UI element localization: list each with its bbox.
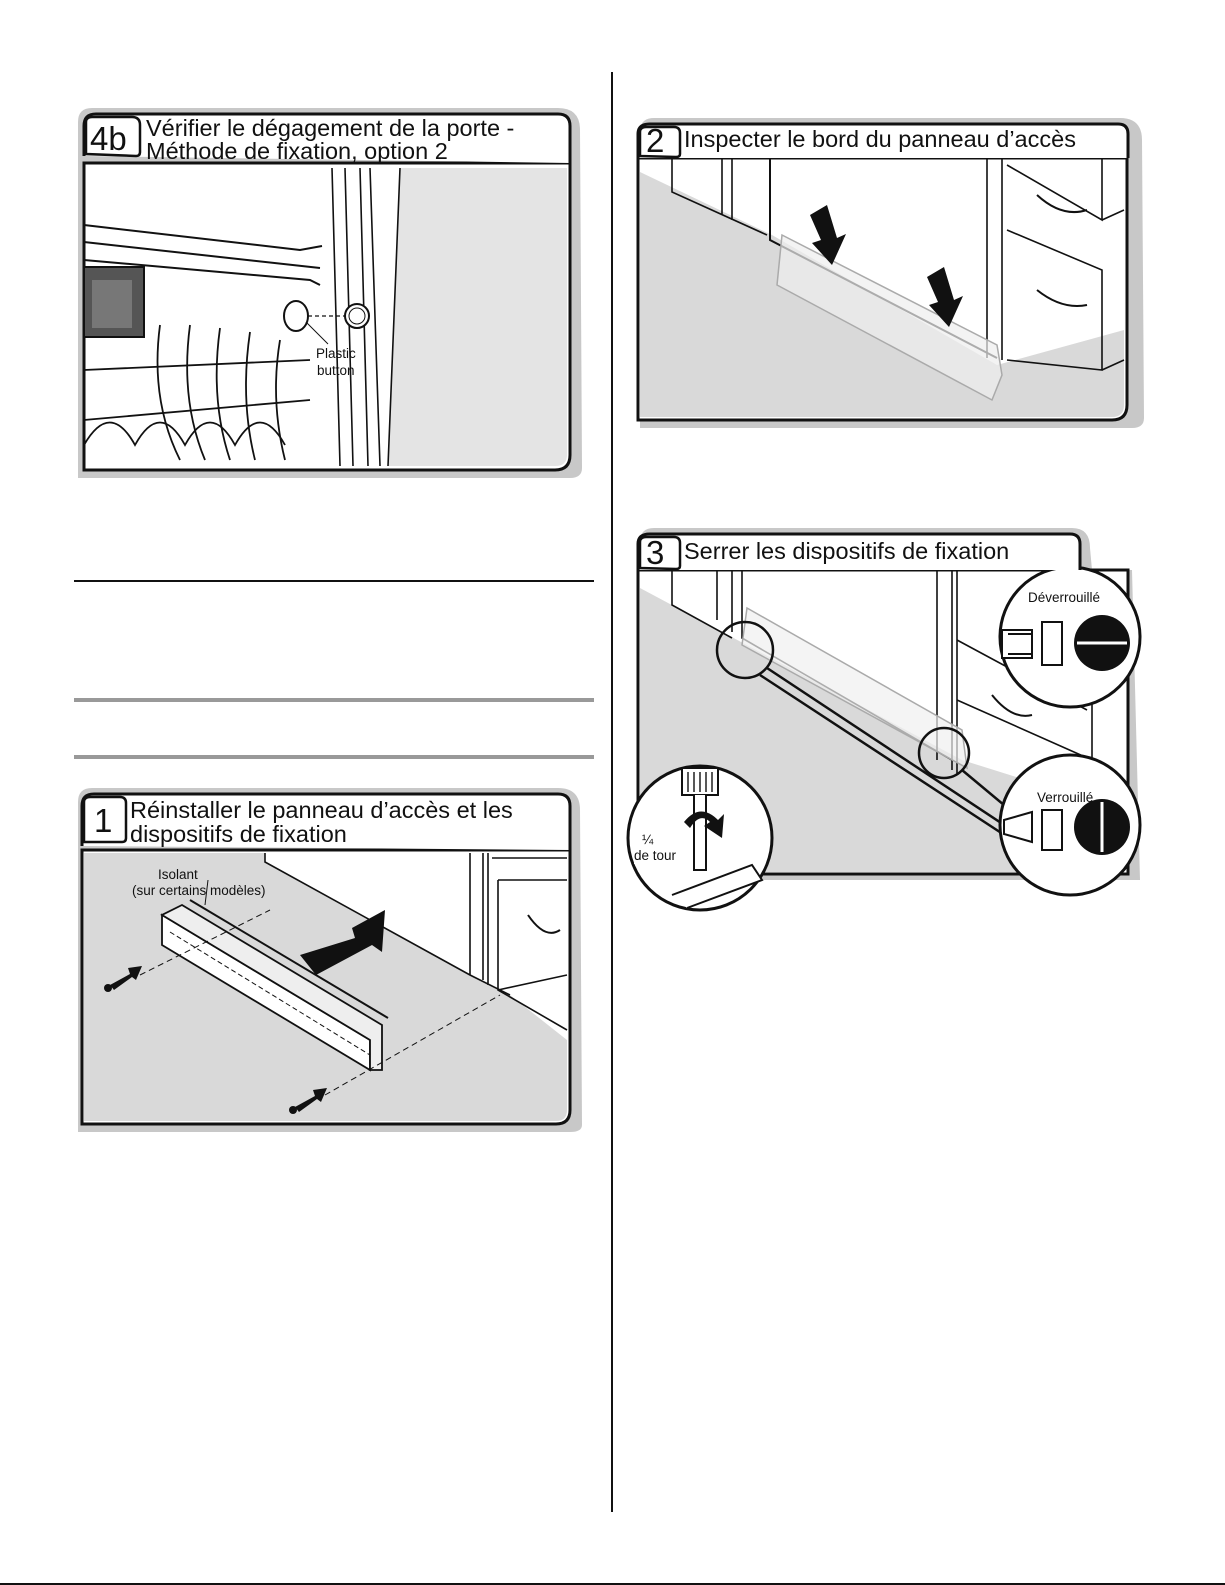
locked-label: Verrouillé <box>1037 790 1093 806</box>
step-4b-title-line2: Méthode de fixation, option 2 <box>146 139 448 164</box>
step-2-drawing-frame <box>638 158 1127 420</box>
insulation-label-line2: (sur certains modèles) <box>132 883 266 899</box>
step-panel-3: 3 Serrer les dispositifs de fixation Dév… <box>632 520 1152 920</box>
step-2-number: 2 <box>646 124 664 157</box>
step-3-title: Serrer les dispositifs de fixation <box>684 539 1009 564</box>
section-rule-black <box>74 580 594 582</box>
section-rule-gray-2 <box>74 755 594 759</box>
insulation-label-line1: Isolant <box>158 867 198 883</box>
column-divider <box>611 72 613 1512</box>
step-1-number: 1 <box>94 804 112 837</box>
step-3-number: 3 <box>646 536 664 569</box>
step-3-drawing-frame <box>628 567 1140 910</box>
quarter-label: ¼ <box>642 832 653 848</box>
step-4b-drawing-frame <box>84 163 570 470</box>
step-panel-4b: 4b Vérifier le dégagement de la porte - … <box>70 100 590 485</box>
turn-label: de tour <box>634 848 676 864</box>
step-1-title-line2: dispositifs de fixation <box>130 822 347 847</box>
step-1-title-line1: Réinstaller le panneau d’accès et les <box>130 798 513 823</box>
unlocked-label: Déverrouillé <box>1028 590 1100 606</box>
step-4b-number: 4b <box>90 122 127 155</box>
plastic-button-label-line2: button <box>317 363 355 379</box>
step-2-illustration <box>632 110 1152 430</box>
step-3-illustration <box>632 520 1152 920</box>
section-rule-gray-1 <box>74 698 594 702</box>
step-panel-1: 1 Réinstaller le panneau d’accès et les … <box>70 780 590 1135</box>
plastic-button-label-line1: Plastic <box>316 346 356 362</box>
step-2-title: Inspecter le bord du panneau d’accès <box>684 127 1076 152</box>
step-panel-2: 2 Inspecter le bord du panneau d’accès <box>632 110 1152 430</box>
